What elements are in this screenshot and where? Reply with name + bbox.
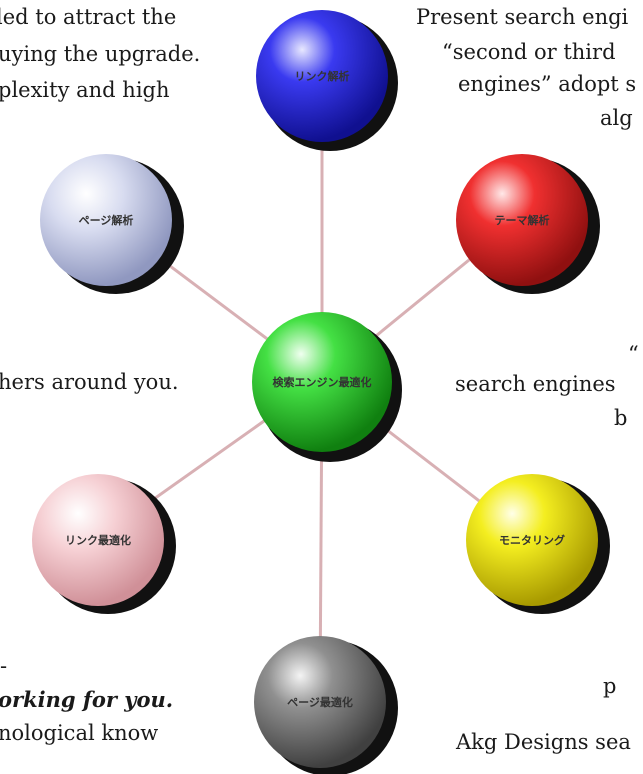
bg-text-right-2: “second or third [442,40,616,64]
bg-text-left-1: led to attract the [0,5,177,29]
bg-text-right-6: search engines [455,372,616,396]
node-page-optimization: ページ最適化 [254,636,386,768]
node-label-page-optimization: ページ最適化 [287,695,353,709]
bg-text-right-4: alg [600,106,633,130]
node-label-link-analysis: リンク解析 [295,69,350,83]
bg-text-left-2: uying the upgrade. [0,42,201,66]
node-label-link-optimization: リンク最適化 [65,533,131,547]
node-link-analysis: リンク解析 [256,10,388,142]
node-label-monitoring: モニタリング [499,533,565,547]
bg-text-left-4: hers around you. [0,370,179,394]
bg-text-right-8: p [603,674,617,698]
bg-text-left-5: - [0,654,8,678]
bg-text-left-3: plexity and high [0,78,170,102]
node-label-theme-analysis: テーマ解析 [495,213,550,227]
bg-text-left-6: orking for you. [0,687,174,712]
node-monitoring: モニタリング [466,474,598,606]
bg-text-right-1: Present search engi [416,5,629,29]
node-link-optimization: リンク最適化 [32,474,164,606]
node-label-page-analysis: ページ解析 [79,213,134,227]
node-theme-analysis: テーマ解析 [456,154,588,286]
bg-text-left-7: nological know [0,721,159,745]
bg-text-right-9: Akg Designs sea [456,730,631,754]
node-page-analysis: ページ解析 [40,154,172,286]
node-label-center: 検索エンジン最適化 [273,375,372,389]
bg-text-right-5: “ [628,342,639,366]
node-center: 検索エンジン最適化 [252,312,402,462]
bg-text-right-7: b [614,406,628,430]
bg-text-right-3: engines” adopt s [458,72,637,96]
